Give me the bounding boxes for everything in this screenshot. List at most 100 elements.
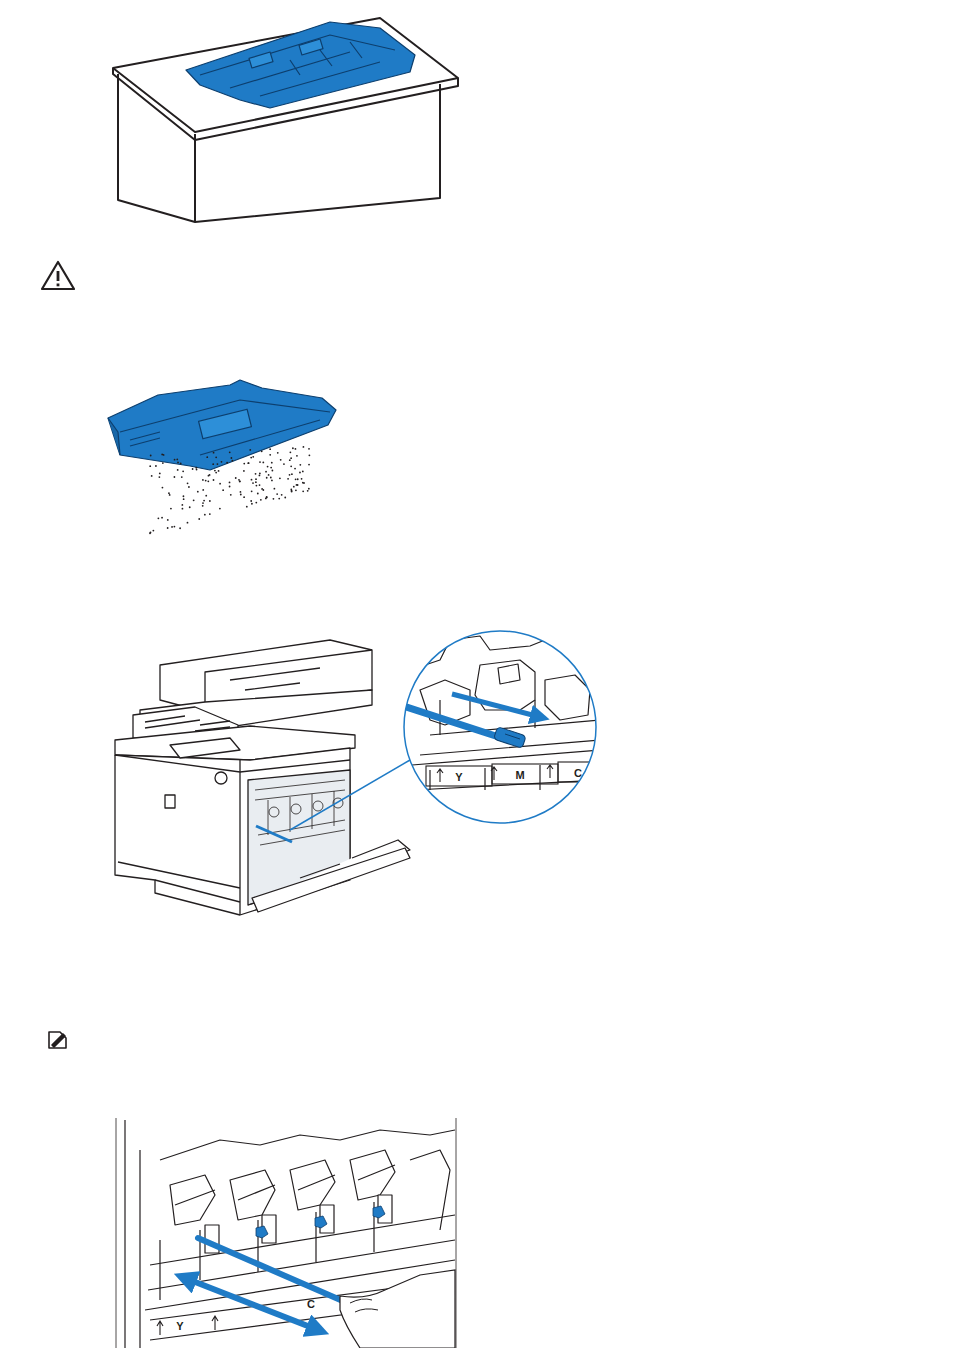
toner-particle — [169, 494, 171, 496]
toner-particle — [159, 473, 161, 475]
toner-particle — [251, 479, 253, 481]
toner-particle — [273, 488, 275, 490]
toner-particle — [287, 478, 289, 480]
toner-particle — [198, 518, 200, 520]
toner-particle — [197, 491, 199, 493]
note-icon — [49, 1032, 66, 1048]
toner-particle — [293, 486, 295, 488]
toner-particle — [174, 476, 176, 478]
toner-particle — [240, 491, 242, 493]
cleaning-closeup — [116, 1118, 456, 1348]
toner-particle — [240, 494, 242, 496]
toner-particle — [297, 478, 299, 480]
toner-particle — [205, 495, 207, 497]
toner-particle — [162, 487, 164, 489]
toner-particle — [214, 470, 216, 472]
toner-particle — [302, 490, 304, 492]
toner-particle — [279, 477, 281, 479]
color-slot-label: Y — [176, 1321, 183, 1332]
toner-particle — [248, 462, 250, 464]
toner-particle — [250, 457, 252, 459]
toner-particle — [212, 463, 214, 465]
toner-particle — [273, 498, 275, 500]
toner-particle — [187, 482, 189, 484]
toner-particle — [255, 502, 257, 504]
toner-particle — [268, 474, 270, 476]
toner-particle — [218, 470, 220, 472]
toner-particle — [207, 480, 209, 482]
toner-particle — [302, 482, 304, 484]
toner-particle — [308, 454, 310, 456]
toner-particle — [243, 496, 245, 498]
toner-particle — [296, 484, 298, 486]
toner-particle — [252, 482, 254, 484]
toner-particle — [181, 504, 183, 506]
toner-particle — [192, 468, 194, 470]
toner-particle — [267, 466, 269, 468]
toner-particle — [255, 481, 257, 483]
toner-particle — [187, 522, 189, 524]
toner-particle — [291, 473, 293, 475]
toner-particle — [295, 489, 297, 491]
toner-particle — [294, 468, 296, 470]
toner-particle — [295, 478, 297, 480]
waste-toner-box-spilling — [108, 380, 336, 470]
toner-particle — [252, 456, 254, 458]
toner-particle — [308, 488, 310, 490]
toner-particle — [151, 475, 153, 477]
toner-particle — [149, 532, 151, 534]
toner-particle — [295, 448, 297, 450]
toner-particle — [303, 446, 305, 448]
printer — [115, 640, 410, 915]
toner-particle — [167, 527, 169, 529]
color-slot-label: Y — [455, 772, 462, 783]
toner-particle — [209, 500, 211, 502]
toner-particle — [161, 517, 163, 519]
toner-particle — [168, 492, 170, 494]
zoom-leader — [290, 760, 410, 830]
toner-particle — [155, 465, 157, 467]
toner-particle — [271, 480, 273, 482]
toner-particle — [229, 482, 231, 484]
toner-particle — [226, 462, 228, 464]
toner-particle — [271, 462, 273, 464]
toner-particle — [278, 498, 280, 500]
toner-particle — [281, 494, 283, 496]
toner-particle — [296, 455, 298, 457]
toner-particle — [251, 503, 253, 505]
toner-particle — [259, 472, 261, 474]
toner-particle — [289, 451, 291, 453]
toner-particle — [260, 499, 262, 501]
closeup-frame — [116, 1118, 456, 1348]
toner-particle — [150, 532, 152, 534]
toner-particle — [299, 464, 301, 466]
toner-particle — [215, 472, 217, 474]
toner-particle — [289, 474, 291, 476]
toner-particle — [262, 462, 264, 464]
toner-particle — [251, 490, 253, 492]
zoom-circle — [404, 631, 596, 823]
toner-particle — [195, 467, 197, 469]
toner-particle — [209, 513, 211, 515]
color-slot-label: M — [515, 770, 524, 781]
toner-particle — [308, 448, 310, 450]
toner-particle — [290, 488, 292, 490]
toner-particle — [189, 506, 191, 508]
printer-interior — [255, 780, 345, 845]
toner-particle — [219, 508, 221, 510]
toner-particle — [183, 498, 185, 500]
toner-particle — [261, 450, 263, 452]
toner-particle — [202, 505, 204, 507]
toner-particle — [150, 455, 152, 457]
toner-particle — [250, 500, 252, 502]
toner-particle — [213, 452, 215, 454]
toner-particle — [176, 459, 178, 461]
toner-particle — [202, 502, 204, 504]
toner-particle — [230, 457, 232, 459]
toner-particle — [177, 462, 179, 464]
toner-particle — [283, 463, 285, 465]
toner-particle — [230, 494, 232, 496]
toner-particle — [265, 497, 267, 499]
